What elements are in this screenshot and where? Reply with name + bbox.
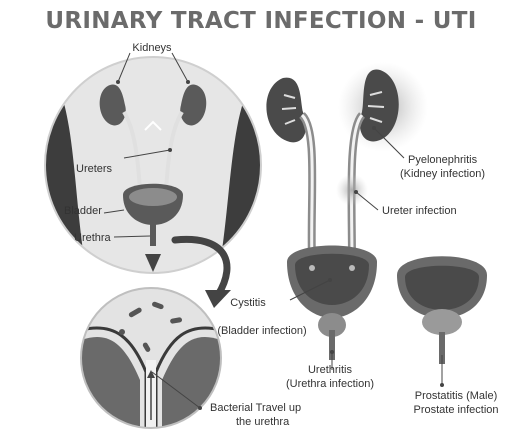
urethritis-label: Urethritis bbox=[308, 364, 353, 376]
bladder-label: Bladder bbox=[64, 205, 102, 217]
ureter-infection-label: Ureter infection bbox=[382, 205, 457, 217]
pyelonephritis-sublabel: (Kidney infection) bbox=[400, 168, 485, 180]
ureters-label: Ureters bbox=[76, 163, 113, 175]
cystitis-sublabel: (Bladder infection) bbox=[217, 325, 306, 337]
prostatitis-label: Prostatitis (Male) bbox=[415, 390, 498, 402]
kidneys-label: Kidneys bbox=[132, 42, 172, 54]
urethra-zoom-circle bbox=[81, 288, 221, 434]
urethra-label: Urethra bbox=[74, 232, 112, 244]
prostatitis-callout: Prostatitis (Male) Prostate infection bbox=[414, 355, 499, 416]
left-kidney bbox=[266, 78, 306, 143]
ureter-infection-callout: Ureter infection bbox=[354, 190, 457, 217]
arrow-head-icon bbox=[205, 290, 231, 308]
pyelonephritis-label: Pyelonephritis bbox=[408, 154, 478, 166]
prostate bbox=[422, 309, 462, 335]
male-bladder-prostate bbox=[397, 256, 487, 364]
ureter-infection-glow bbox=[336, 174, 368, 206]
cystitis-label: Cystitis bbox=[230, 297, 266, 309]
bacterial-label: Bacterial Travel up bbox=[210, 402, 301, 414]
prostatitis-sublabel: Prostate infection bbox=[414, 404, 499, 416]
urethra-small bbox=[150, 224, 156, 246]
bacterial-sublabel: the urethra bbox=[236, 416, 290, 428]
urethritis-sublabel: (Urethra infection) bbox=[286, 378, 374, 390]
bacterium-icon bbox=[119, 329, 125, 335]
